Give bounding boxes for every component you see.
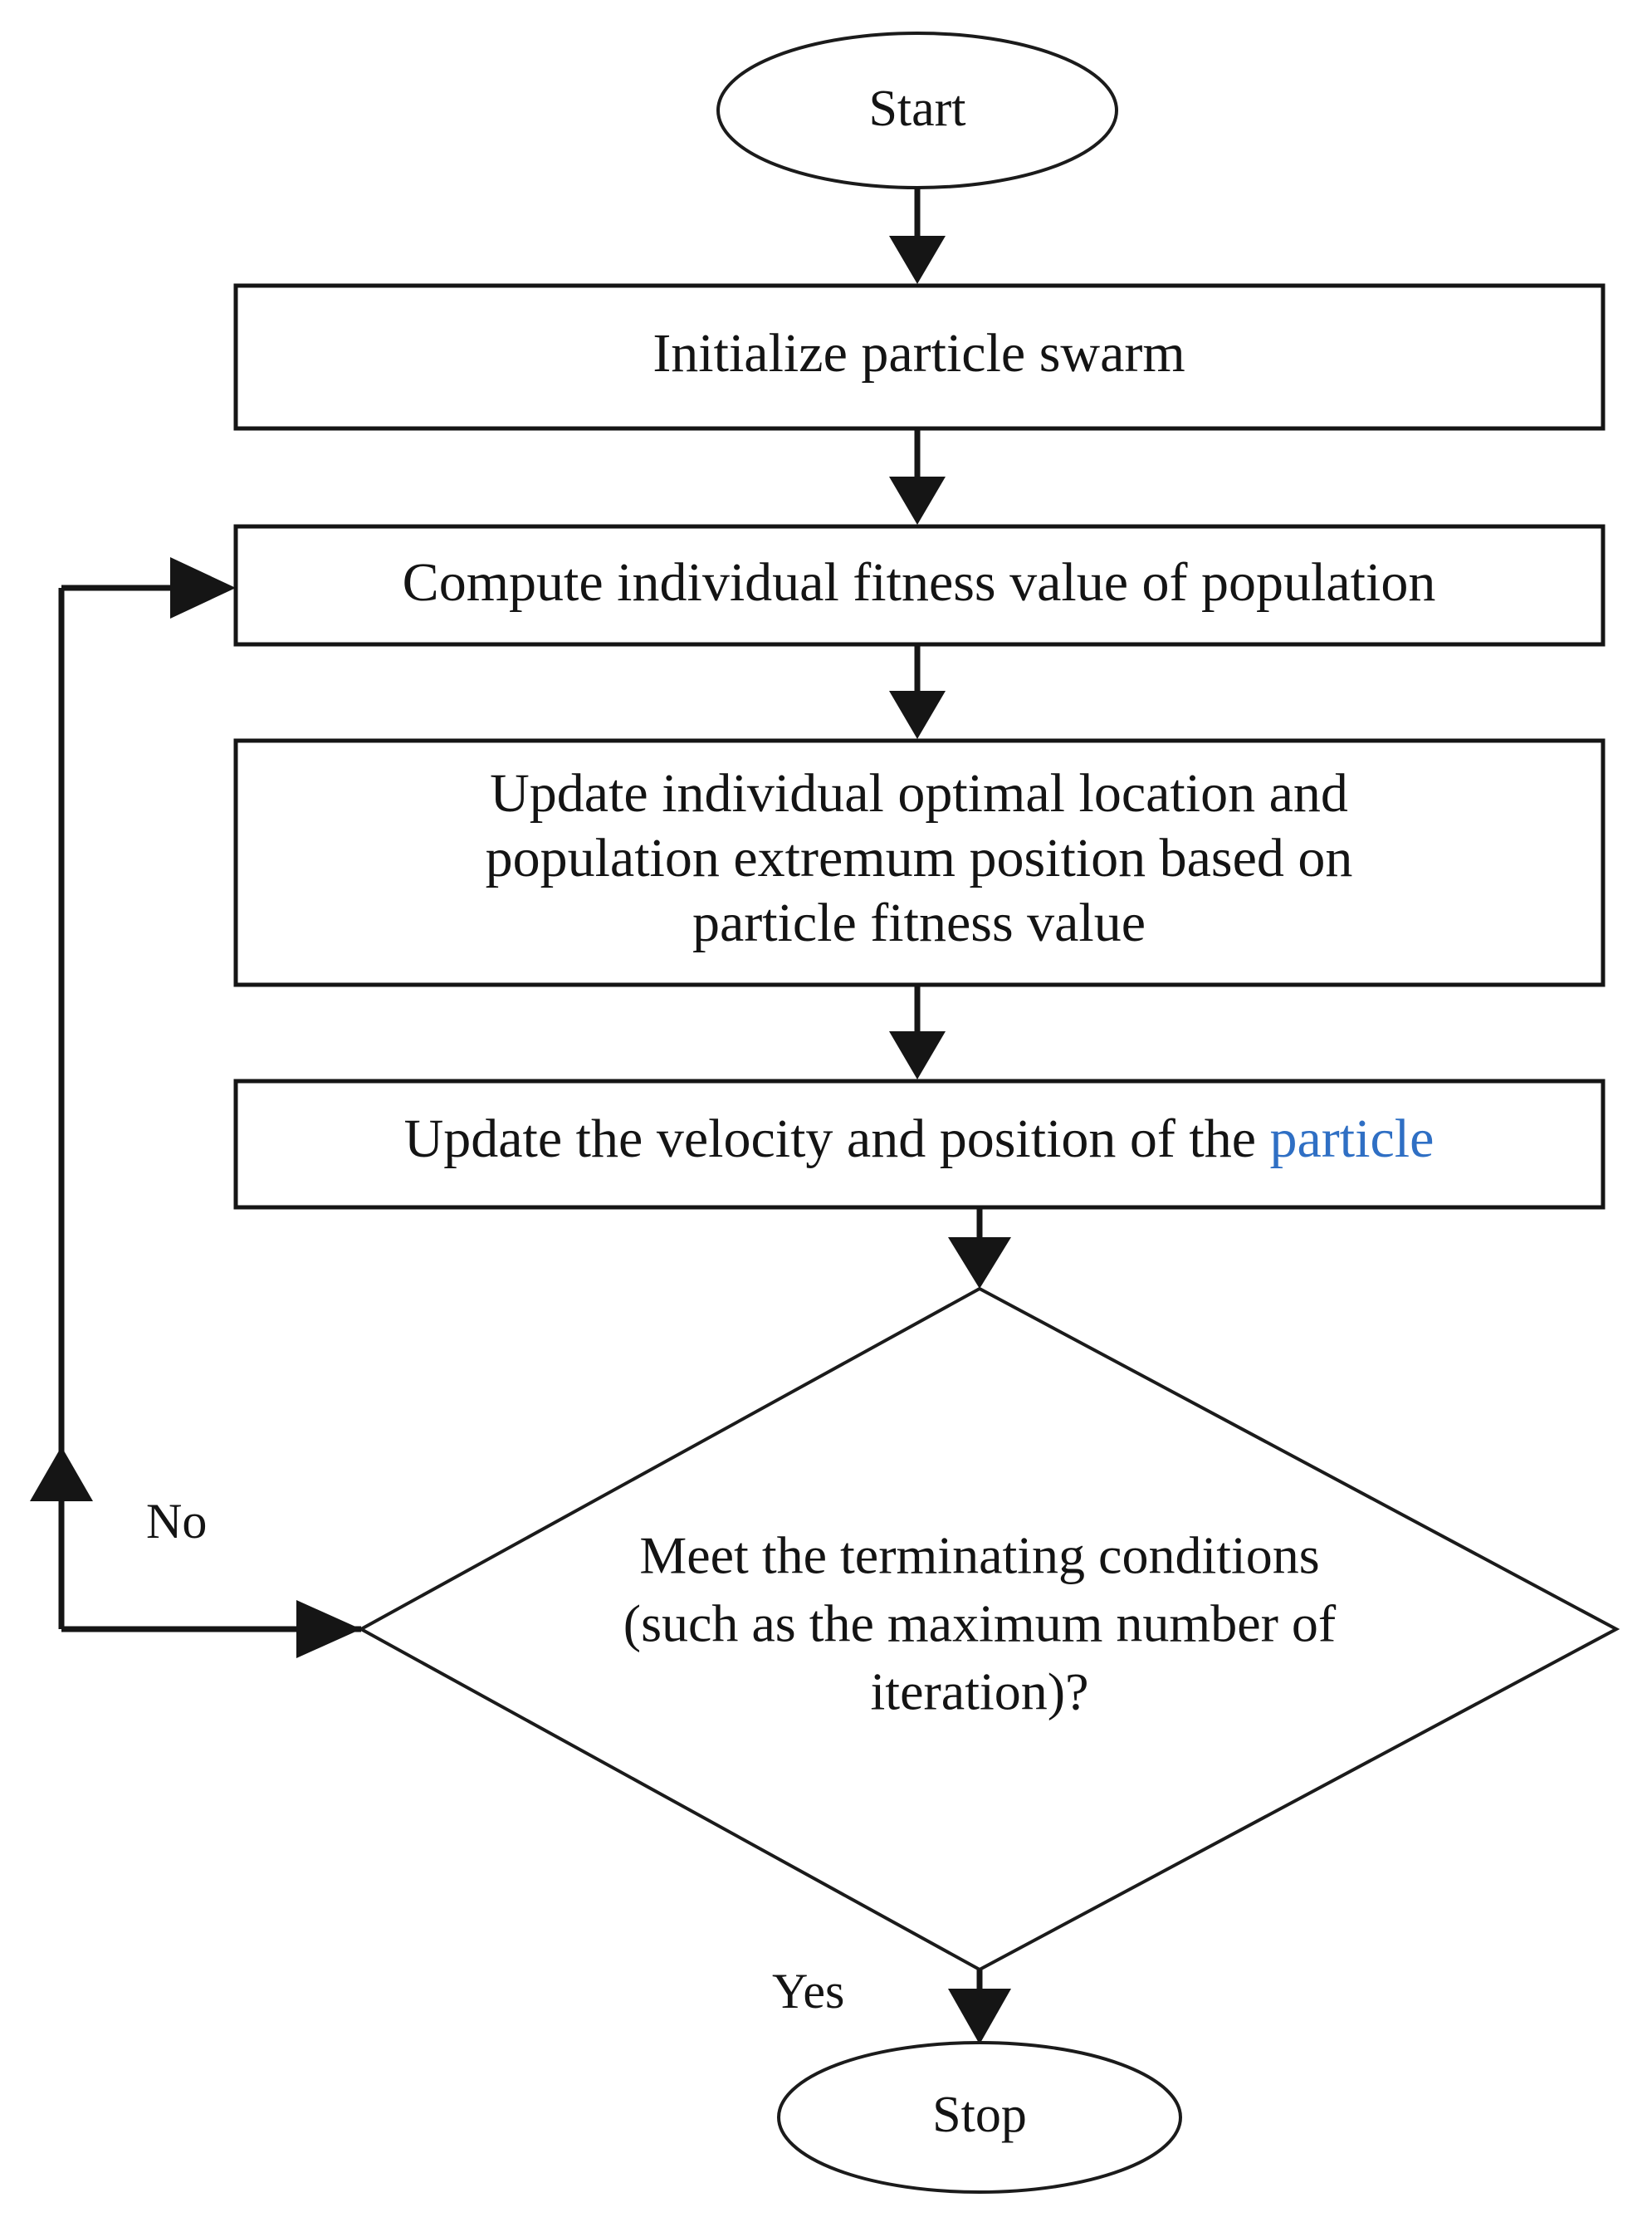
arrow-head-down-icon	[889, 236, 946, 284]
node-update-velocity[interactable]: Update the velocity and position of the …	[233, 1079, 1606, 1210]
decision-line-1: Meet the terminating conditions	[639, 1526, 1319, 1585]
edge-start-to-initialize	[889, 188, 946, 284]
node-decision[interactable]: Meet the terminating conditions (such as…	[357, 1286, 1620, 1972]
decision-line-3: iteration)?	[871, 1662, 1089, 1721]
node-stop[interactable]: Stop	[777, 2041, 1182, 2194]
arrow-head-down-icon	[948, 1989, 1011, 2044]
arrow-head-up-icon	[30, 1446, 93, 1501]
edge-no-feedback-loop: No	[30, 557, 361, 1658]
arrow-head-right-icon	[296, 1600, 361, 1658]
edge-update-optimal-to-update-velocity	[889, 985, 946, 1079]
edge-label-no: No	[146, 1494, 207, 1549]
update-velocity-label-accent: particle	[1270, 1108, 1435, 1169]
node-update-optimal[interactable]: Update individual optimal location and p…	[233, 738, 1606, 987]
edge-update-velocity-to-decision	[948, 1207, 1011, 1289]
edge-label-yes: Yes	[772, 1964, 844, 2019]
arrow-head-down-icon	[889, 1031, 946, 1079]
arrow-head-right-icon	[170, 557, 236, 619]
update-velocity-label-plain: Update the velocity and position of the	[404, 1108, 1270, 1169]
node-initialize[interactable]: Initialize particle swarm	[233, 283, 1606, 431]
update-velocity-label: Update the velocity and position of the …	[404, 1108, 1435, 1169]
initialize-rect	[233, 283, 1606, 431]
update-optimal-line-2: population extremum position based on	[486, 828, 1353, 888]
edge-yes-to-stop: Yes	[772, 1964, 1011, 2044]
edge-initialize-to-compute	[889, 428, 946, 525]
edge-compute-to-update-optimal	[889, 644, 946, 739]
decision-line-2: (such as the maximum number of	[623, 1594, 1337, 1653]
node-compute[interactable]: Compute individual fitness value of popu…	[233, 524, 1606, 647]
arrow-head-down-icon	[889, 477, 946, 525]
stop-ellipse	[777, 2041, 1182, 2194]
update-optimal-line-1: Update individual optimal location and	[490, 763, 1348, 824]
initialize-label: Initialize particle swarm	[652, 323, 1185, 384]
node-start[interactable]: Start	[716, 32, 1118, 189]
compute-label: Compute individual fitness value of popu…	[403, 552, 1436, 613]
start-label: Start	[868, 81, 965, 137]
stop-label: Stop	[932, 2087, 1027, 2143]
update-optimal-line-3: particle fitness value	[692, 893, 1146, 953]
arrow-head-down-icon	[889, 691, 946, 739]
arrow-head-down-icon	[948, 1237, 1011, 1289]
update-velocity-rect	[233, 1079, 1606, 1210]
update-optimal-rect	[233, 738, 1606, 987]
